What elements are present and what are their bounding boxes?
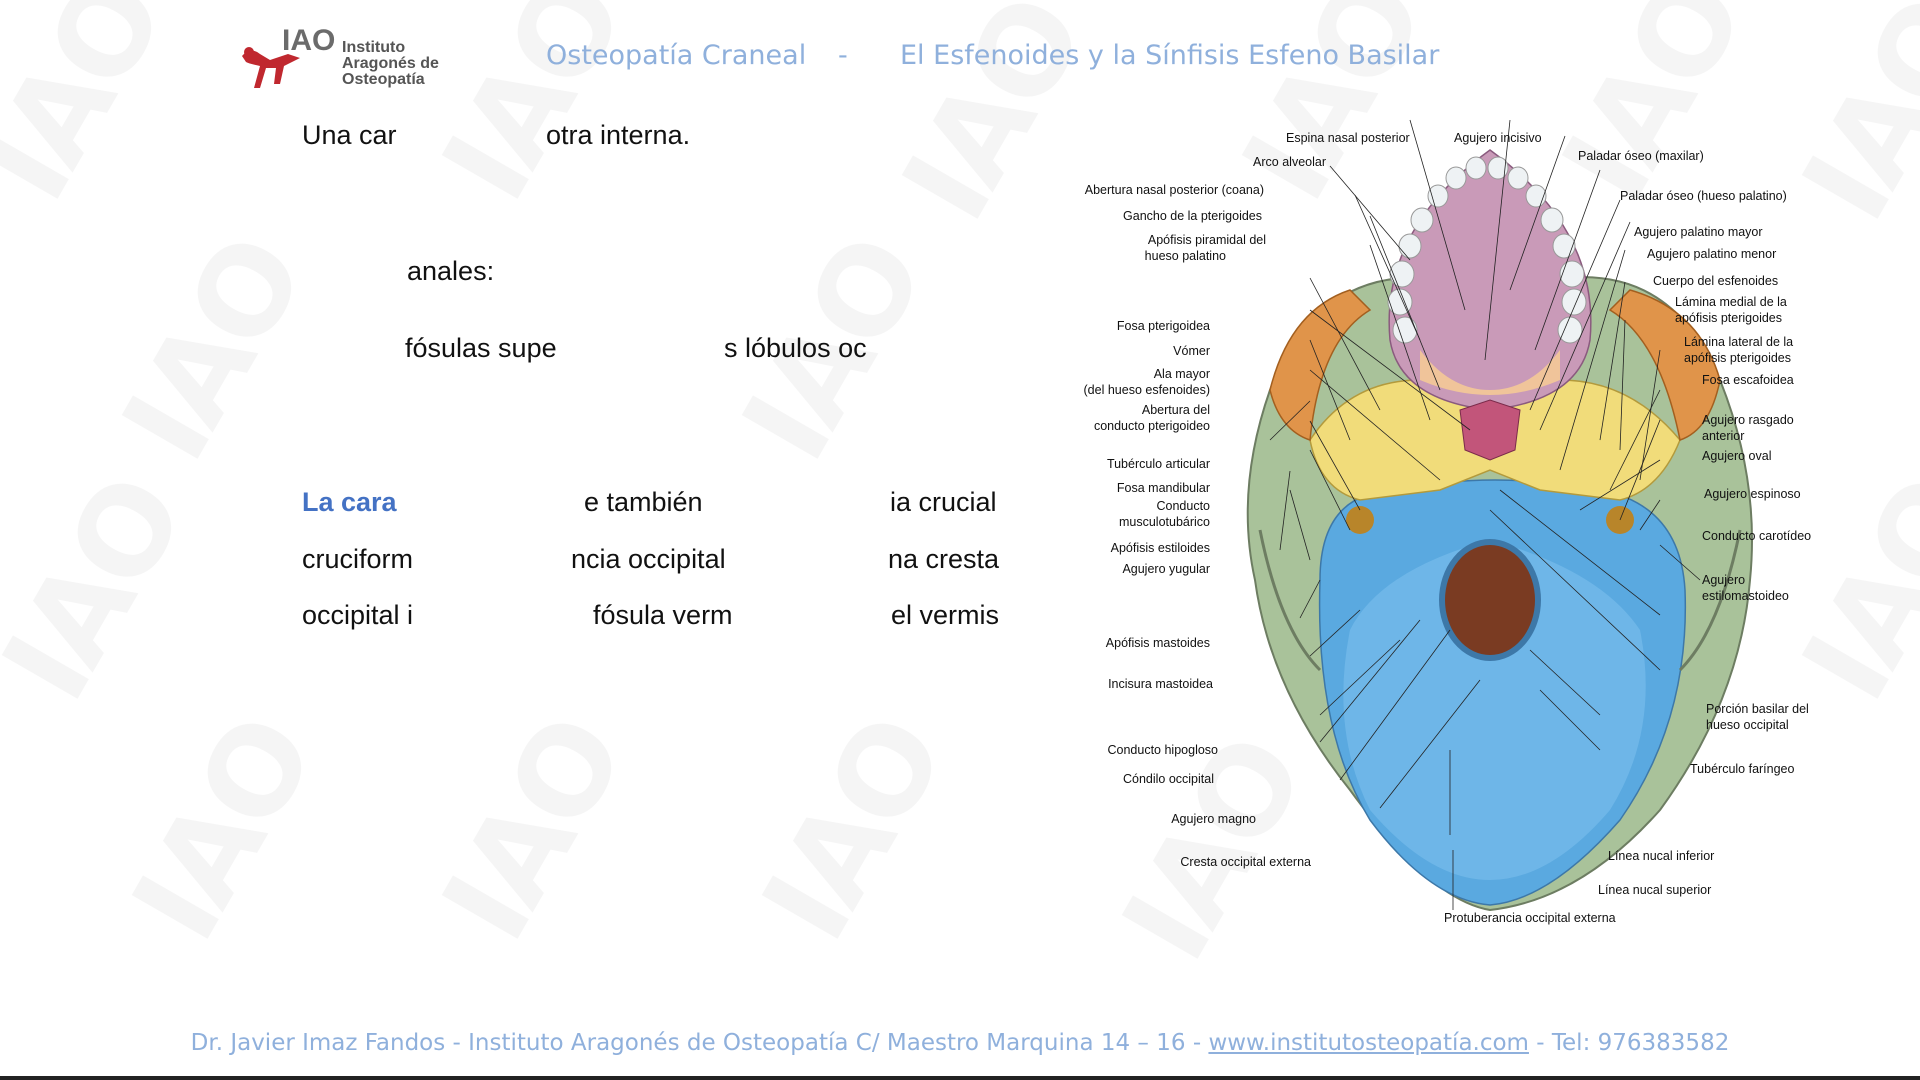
figure-label: Vómer bbox=[1173, 344, 1210, 358]
logo-line-1: Instituto bbox=[342, 39, 406, 56]
figure-label: Agujero incisivo bbox=[1454, 131, 1542, 145]
text-fragment: e también bbox=[584, 487, 703, 517]
figure-label: Agujero yugular bbox=[1122, 562, 1210, 576]
text-fragment: Una car bbox=[302, 120, 397, 150]
logo-acronym: IAO bbox=[282, 24, 336, 57]
text-fragment: el vermis bbox=[891, 600, 1000, 630]
text-fragment: fósulas supe bbox=[405, 333, 557, 363]
figure-label: Cuerpo del esfenoides bbox=[1653, 274, 1778, 288]
paragraph-heading: La cara bbox=[302, 487, 397, 517]
text-fragment: na cresta bbox=[888, 544, 1000, 574]
figure-label: Porción basilar del bbox=[1706, 702, 1809, 716]
text-fragment: ncia occipital bbox=[571, 544, 726, 574]
figure-label: Gancho de la pterigoides bbox=[1123, 209, 1262, 223]
figure-label: Incisura mastoidea bbox=[1108, 677, 1213, 691]
watermark: IAO bbox=[736, 696, 971, 963]
figure-label: musculotubárico bbox=[1119, 515, 1210, 529]
skull-base-illustration: Arco alveolar Abertura nasal posterior (… bbox=[1084, 119, 1811, 925]
text-fragment: otra interna. bbox=[546, 120, 691, 150]
figure-label: Conducto carotídeo bbox=[1702, 529, 1811, 543]
figure-label: Paladar óseo (hueso palatino) bbox=[1620, 189, 1787, 203]
slide-footer: Dr. Javier Imaz Fandos - Instituto Arago… bbox=[0, 1030, 1920, 1056]
footer-website-link[interactable]: www.institutosteopatía.com bbox=[1208, 1030, 1529, 1056]
figure-label: anterior bbox=[1702, 429, 1744, 443]
figure-label: Fosa pterigoidea bbox=[1117, 319, 1210, 333]
figure-label: Paladar óseo (maxilar) bbox=[1578, 149, 1704, 163]
footer-phone: - Tel: 976383582 bbox=[1528, 1030, 1730, 1056]
text-fragment: ia crucial bbox=[890, 487, 997, 517]
watermark: IAO bbox=[96, 216, 331, 483]
title-separator: - bbox=[838, 40, 848, 71]
figure-label: Abertura nasal posterior (coana) bbox=[1085, 183, 1264, 197]
figure-label: Agujero oval bbox=[1702, 449, 1772, 463]
figure-label: Agujero magno bbox=[1171, 812, 1256, 826]
text-fragment: s lóbulos oc bbox=[724, 333, 867, 363]
slide-header: IAO Instituto Aragonés de Osteopatía Ost… bbox=[0, 0, 1920, 110]
logo-figure-icon bbox=[242, 47, 300, 88]
figure-label: Abertura del bbox=[1142, 403, 1210, 417]
title-course: Osteopatía Craneal bbox=[546, 40, 807, 71]
figure-label: Tubérculo faríngeo bbox=[1690, 762, 1795, 776]
figure-label: Cresta occipital externa bbox=[1180, 855, 1311, 869]
figure-label: Agujero palatino menor bbox=[1647, 247, 1776, 261]
title-topic: El Esfenoides y la Sínfisis Esfeno Basil… bbox=[900, 40, 1440, 71]
figure-label: hueso occipital bbox=[1706, 718, 1789, 732]
watermark: IAO bbox=[0, 456, 211, 723]
figure-label: Conducto bbox=[1156, 499, 1210, 513]
figure-label: Protuberancia occipital externa bbox=[1444, 911, 1616, 925]
figure-label: Fosa mandibular bbox=[1117, 481, 1210, 495]
figure-label: Agujero rasgado bbox=[1702, 413, 1794, 427]
figure-label: apófisis pterigoides bbox=[1675, 311, 1782, 325]
figure-label: Arco alveolar bbox=[1253, 155, 1326, 169]
figure-label: Agujero bbox=[1702, 573, 1745, 587]
figure-label: Cóndilo occipital bbox=[1123, 772, 1214, 786]
logo-line-2: Aragonés de bbox=[342, 55, 439, 72]
figure-label: Línea nucal inferior bbox=[1608, 849, 1714, 863]
footer-text: Dr. Javier Imaz Fandos - Instituto Arago… bbox=[190, 1030, 1209, 1056]
figure-label: Lámina lateral de la bbox=[1684, 335, 1793, 349]
watermark: IAO bbox=[106, 696, 341, 963]
text-fragment: occipital i bbox=[302, 600, 414, 630]
logo-line-3: Osteopatía bbox=[342, 71, 425, 88]
figure-label: Apófisis piramidal del bbox=[1148, 233, 1266, 247]
text-fragment: anales: bbox=[407, 256, 495, 286]
figure-label: Apófisis estiloides bbox=[1111, 541, 1210, 555]
figure-label: Fosa escafoidea bbox=[1702, 373, 1794, 387]
figure-label: Espina nasal posterior bbox=[1286, 131, 1410, 145]
figure-label: Conducto hipogloso bbox=[1108, 743, 1219, 757]
figure-label: hueso palatino bbox=[1145, 249, 1226, 263]
watermark: IAO bbox=[416, 696, 651, 963]
figure-label: Ala mayor bbox=[1154, 367, 1210, 381]
figure-label: Apófisis mastoides bbox=[1106, 636, 1210, 650]
figure-label: Agujero espinoso bbox=[1704, 487, 1801, 501]
figure-label: apófisis pterigoides bbox=[1684, 351, 1791, 365]
figure-label: conducto pterigoideo bbox=[1094, 419, 1210, 433]
iao-logo: IAO Instituto Aragonés de Osteopatía bbox=[240, 24, 460, 94]
figure-label: Lámina medial de la bbox=[1675, 295, 1787, 309]
figure-label: Agujero palatino mayor bbox=[1634, 225, 1763, 239]
figure-label: Línea nucal superior bbox=[1598, 883, 1711, 897]
figure-label: (del hueso esfenoides) bbox=[1084, 383, 1210, 397]
text-fragment: fósula verm bbox=[593, 600, 733, 630]
figure-label: Tubérculo articular bbox=[1107, 457, 1210, 471]
figure-label: estilomastoideo bbox=[1702, 589, 1789, 603]
bottom-divider bbox=[0, 1076, 1920, 1080]
skull-base-figure: Arco alveolar Abertura nasal posterior (… bbox=[1020, 110, 1920, 940]
text-fragment: cruciform bbox=[302, 544, 414, 574]
